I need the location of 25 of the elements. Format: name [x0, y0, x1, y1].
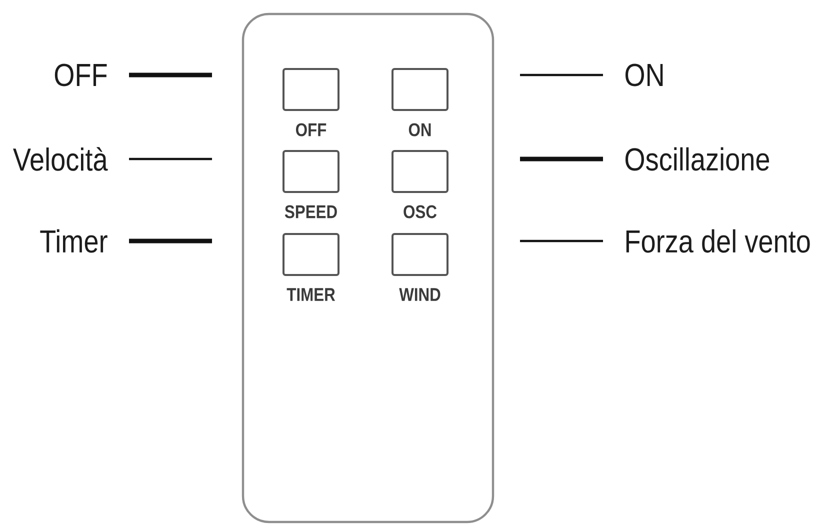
- leader-line: [520, 74, 603, 76]
- leader-line: [129, 158, 212, 160]
- callout-label: OFF: [54, 64, 107, 86]
- callout-label: Timer: [40, 229, 108, 253]
- remote-button: OSC: [392, 150, 448, 218]
- callout-label: Forza del vento: [626, 229, 810, 253]
- callout-label: ON: [625, 64, 663, 86]
- remote-button: WIND: [392, 233, 448, 301]
- leader-line: [129, 238, 212, 244]
- remote-button: OFF: [282, 68, 340, 136]
- remote-button: TIMER: [282, 233, 340, 301]
- node-label: TIMER: [286, 288, 336, 301]
- remote-button: ON: [392, 68, 448, 136]
- leader-line: [520, 240, 603, 242]
- callout-label: Oscillazione: [625, 147, 770, 171]
- node-label: OSC: [404, 205, 437, 218]
- remote-control: [242, 12, 494, 524]
- node-label: SPEED: [284, 205, 337, 218]
- node-label: ON: [408, 123, 431, 136]
- leader-line: [129, 72, 212, 78]
- callout-label: Velocità: [13, 147, 108, 171]
- leader-line: [520, 156, 603, 162]
- remote-button: SPEED: [282, 150, 340, 218]
- node-label: WIND: [399, 288, 440, 301]
- node-label: OFF: [296, 123, 326, 136]
